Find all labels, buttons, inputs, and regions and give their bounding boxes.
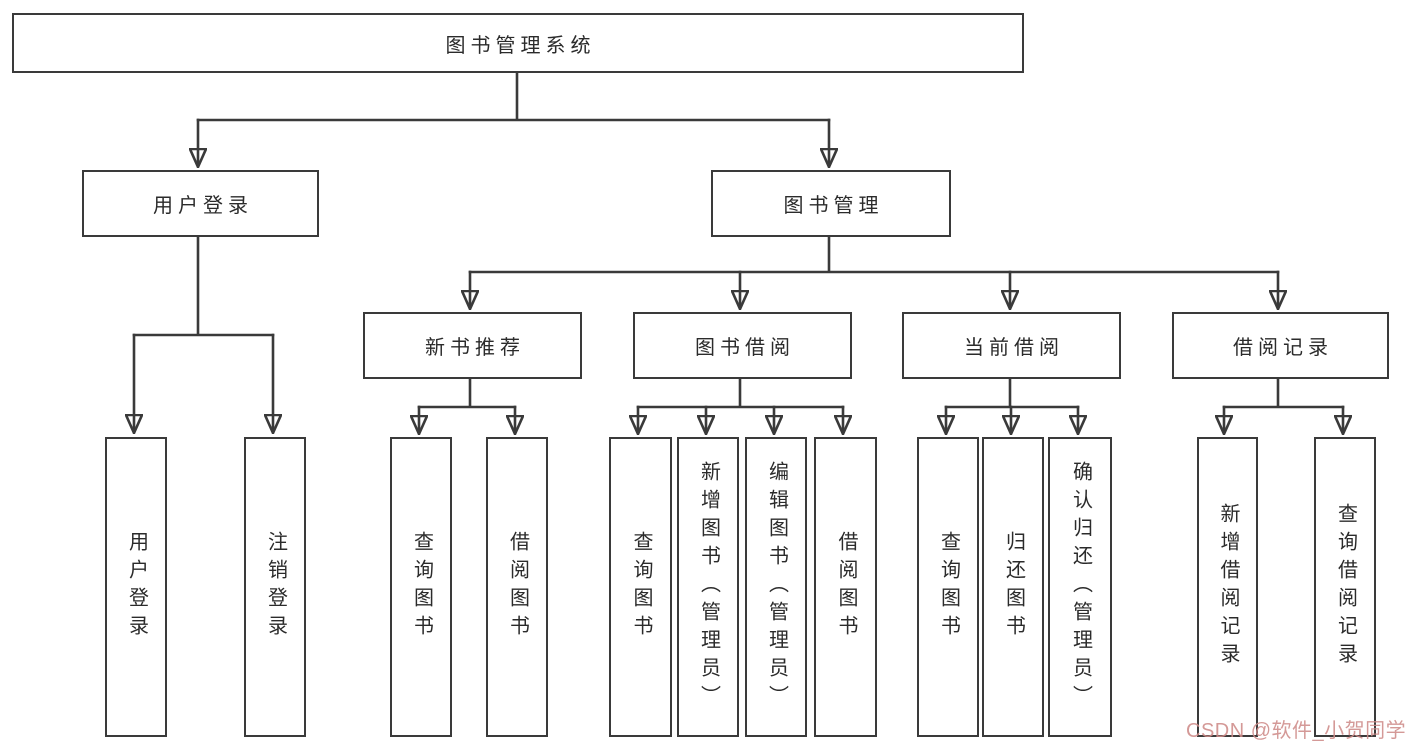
leaf-user-login-label: 用户登录	[125, 531, 148, 643]
leaf-bb-borrow-books: 借阅图书	[814, 437, 877, 737]
leaf-bb-add-books-admin-label: 新增图书（管理员）	[697, 461, 720, 713]
node-new-book-recommend-label: 新书推荐	[425, 337, 525, 359]
leaf-br-add-record-label: 新增借阅记录	[1217, 503, 1239, 671]
node-book-management: 图书管理	[711, 170, 951, 237]
leaf-br-query-record-label: 查询借阅记录	[1334, 503, 1357, 671]
node-new-book-recommend: 新书推荐	[363, 312, 582, 379]
leaf-logout: 注销登录	[244, 437, 306, 737]
leaf-cb-confirm-return-admin-label: 确认归还（管理员）	[1069, 461, 1092, 713]
leaf-cb-query-books: 查询图书	[917, 437, 979, 737]
node-book-borrow-label: 图书借阅	[695, 337, 795, 359]
leaf-cb-return-books-label: 归还图书	[1002, 531, 1025, 643]
node-root: 图书管理系统	[12, 13, 1024, 73]
node-book-management-label: 图书管理	[783, 195, 884, 217]
leaf-nb-borrow-books-label: 借阅图书	[506, 531, 529, 643]
node-root-label: 图书管理系统	[445, 34, 596, 57]
node-user-login: 用户登录	[82, 170, 319, 237]
leaf-bb-add-books-admin: 新增图书（管理员）	[677, 437, 739, 737]
leaf-bb-borrow-books-label: 借阅图书	[835, 531, 857, 643]
leaf-bb-edit-books-admin: 编辑图书（管理员）	[745, 437, 807, 737]
leaf-user-login: 用户登录	[105, 437, 167, 737]
leaf-bb-edit-books-admin-label: 编辑图书（管理员）	[765, 461, 788, 713]
node-book-borrow: 图书借阅	[633, 312, 852, 379]
node-current-borrow: 当前借阅	[902, 312, 1121, 379]
leaf-br-query-record: 查询借阅记录	[1314, 437, 1376, 737]
leaf-nb-borrow-books: 借阅图书	[486, 437, 548, 737]
node-current-borrow-label: 当前借阅	[964, 337, 1064, 359]
leaf-nb-query-books-label: 查询图书	[410, 531, 433, 643]
node-borrow-records: 借阅记录	[1172, 312, 1389, 379]
csdn-watermark: CSDN @软件_小贺同学	[1186, 720, 1405, 742]
leaf-cb-confirm-return-admin: 确认归还（管理员）	[1048, 437, 1112, 737]
leaf-cb-query-books-label: 查询图书	[937, 531, 960, 643]
leaf-bb-query-books: 查询图书	[609, 437, 672, 737]
leaf-logout-label: 注销登录	[264, 531, 287, 643]
leaf-nb-query-books: 查询图书	[390, 437, 452, 737]
leaf-cb-return-books: 归还图书	[982, 437, 1044, 737]
leaf-br-add-record: 新增借阅记录	[1197, 437, 1258, 737]
node-user-login-label: 用户登录	[153, 195, 253, 217]
leaf-bb-query-books-label: 查询图书	[630, 531, 652, 643]
node-borrow-records-label: 借阅记录	[1233, 337, 1333, 359]
